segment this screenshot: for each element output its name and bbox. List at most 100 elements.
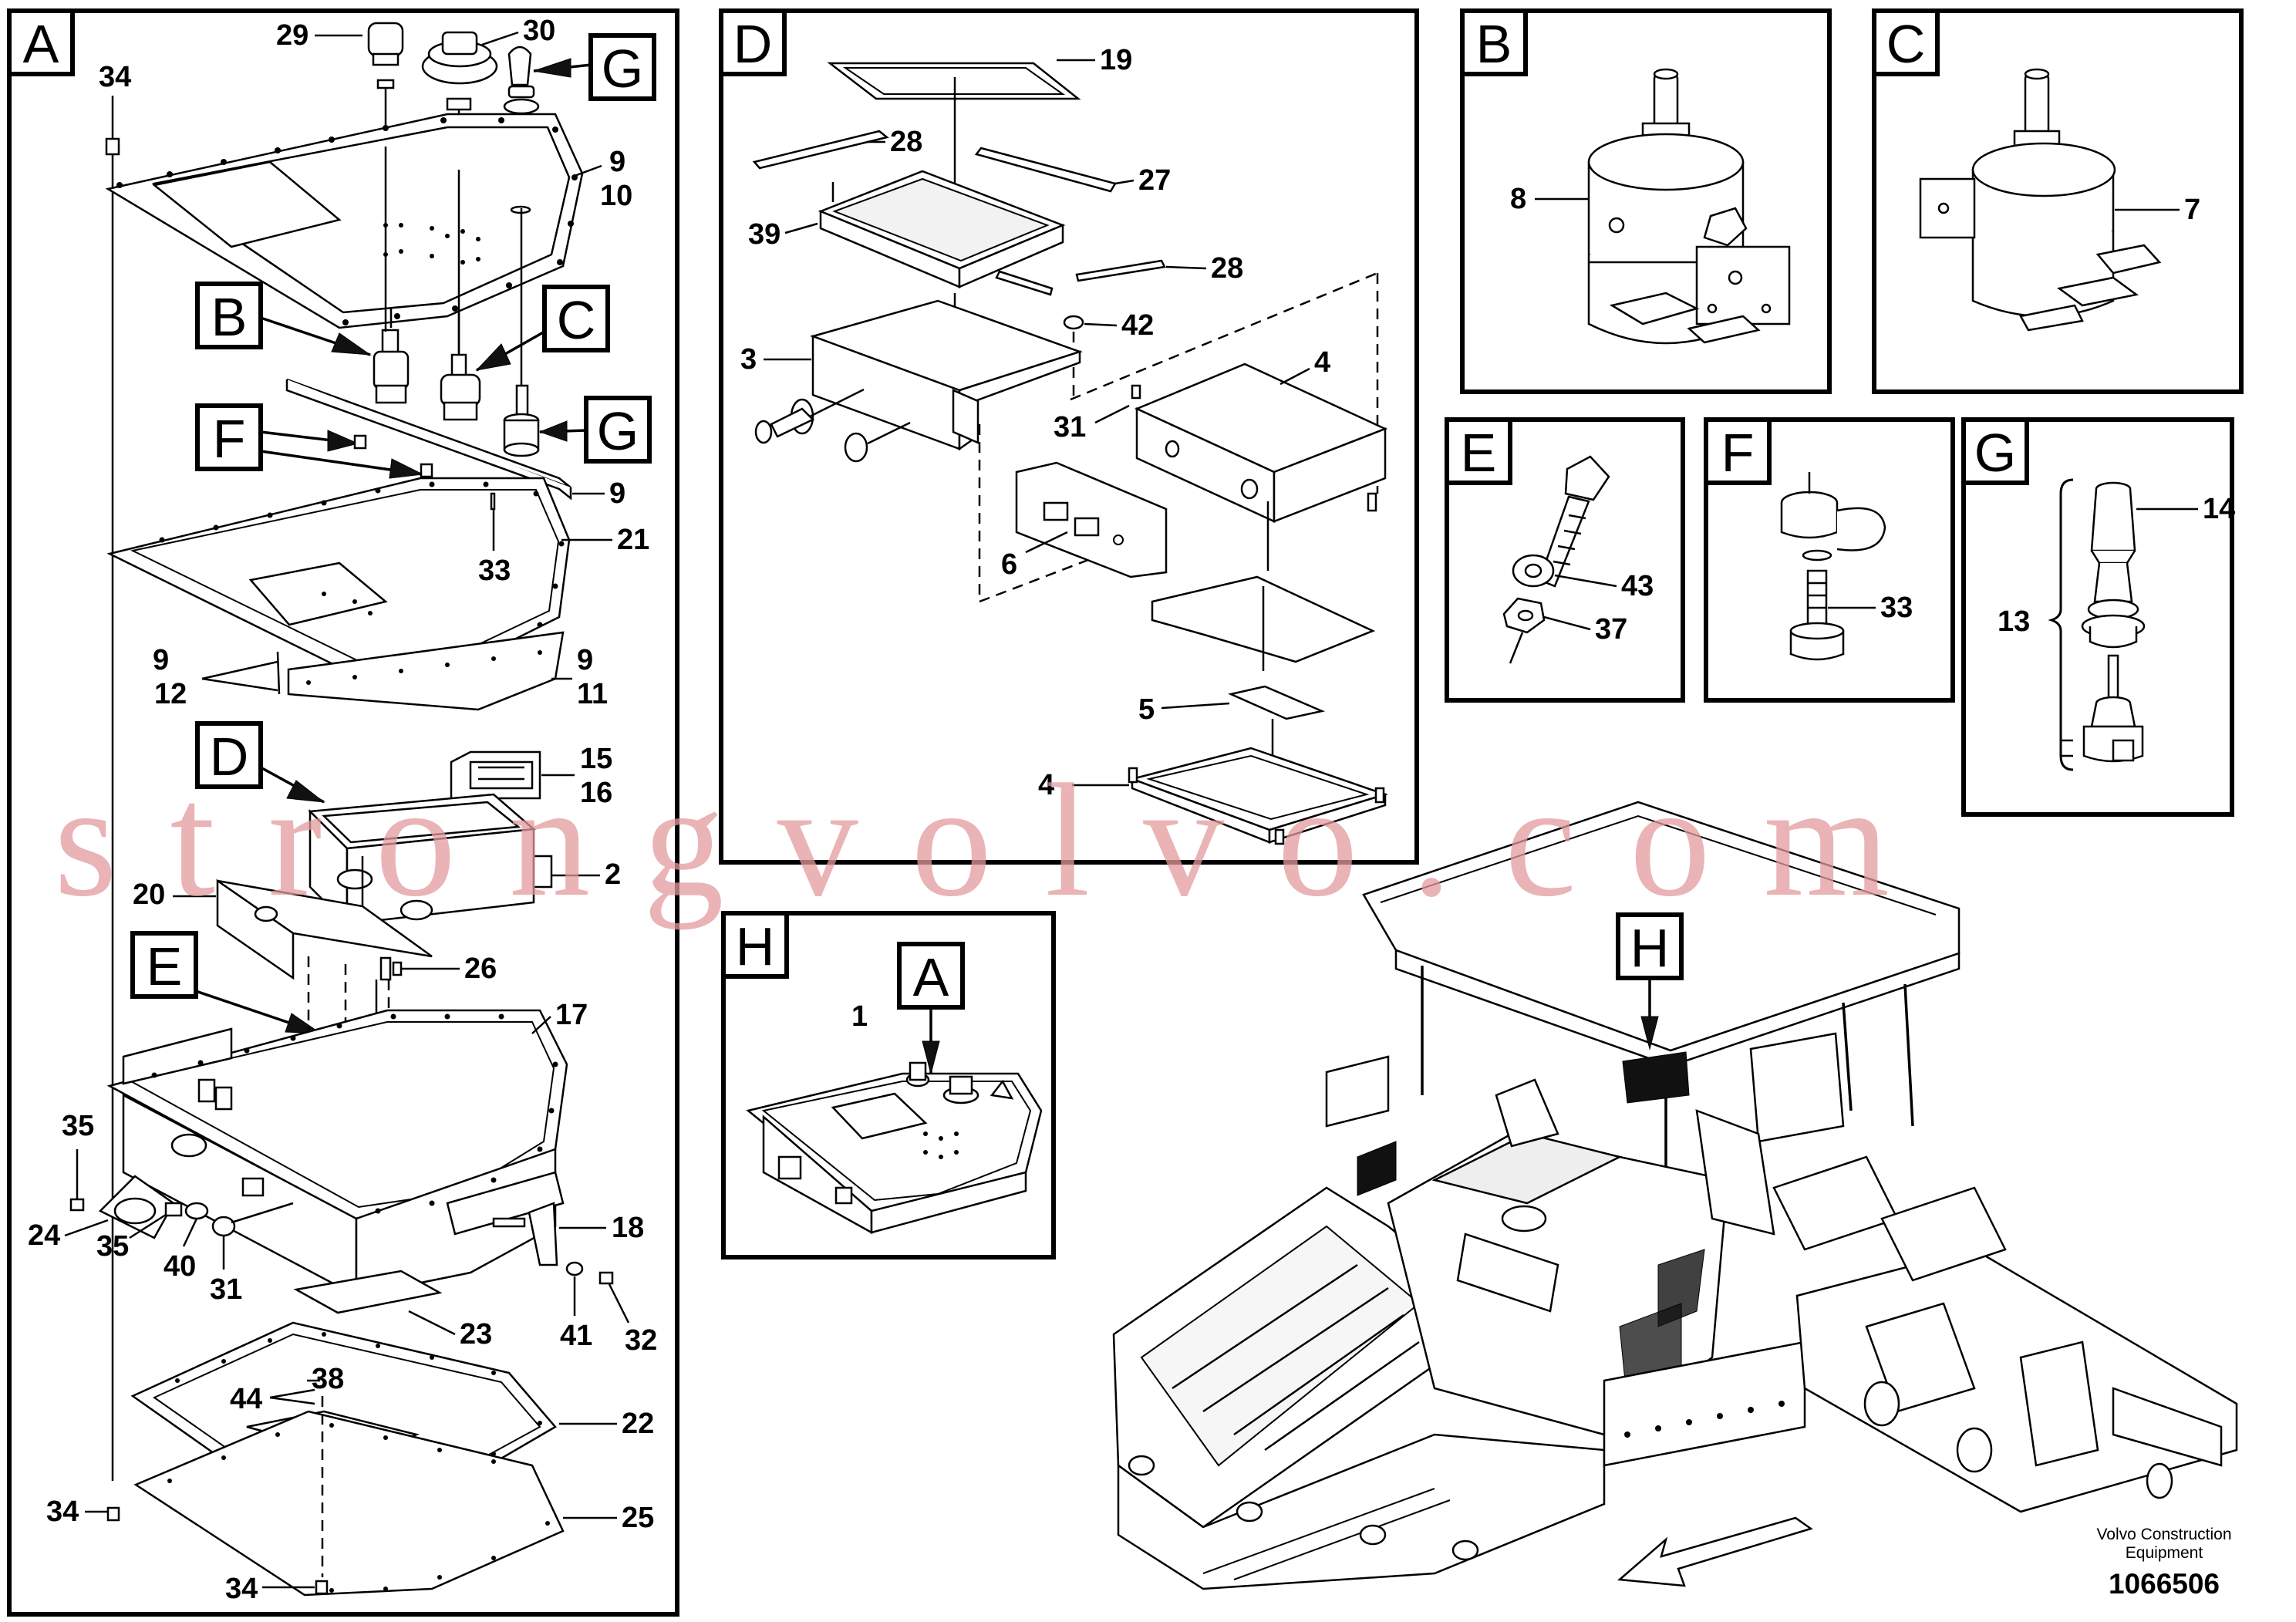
part-10: 10	[600, 180, 632, 212]
part-8: 8	[1510, 183, 1526, 215]
panel-b-label: B	[1476, 14, 1512, 74]
top-cover	[105, 113, 584, 329]
display-39	[818, 170, 1066, 296]
connector-15	[450, 750, 541, 811]
panel-a: A 29 30 G 34	[7, 8, 679, 1617]
part-20: 20	[133, 878, 165, 911]
plate-25	[133, 1410, 565, 1597]
knob-30	[421, 31, 498, 170]
tag-a-in-h: A	[913, 947, 949, 1007]
strip-28-a	[752, 130, 889, 170]
panel-c-label: C	[1886, 14, 1926, 74]
part-13: 13	[1998, 605, 2030, 638]
part-23: 23	[460, 1318, 492, 1351]
part-4-a: 4	[1314, 346, 1330, 379]
part-6: 6	[1001, 548, 1017, 581]
tag-g-top: G	[602, 39, 643, 99]
strip-28-b	[1075, 259, 1166, 282]
part-31: 31	[210, 1273, 242, 1306]
control-unit-2	[308, 793, 553, 927]
housing-17	[106, 1009, 568, 1298]
footer-maker-line2: Equipment	[2126, 1544, 2203, 1562]
part-14: 14	[2203, 493, 2235, 525]
tag-g-detail: G	[597, 401, 639, 461]
part-7: 7	[2184, 194, 2200, 226]
direction-arrow	[1617, 1516, 1813, 1587]
part-34-top: 34	[99, 61, 131, 93]
bracket-20	[216, 878, 433, 980]
panel-f-label: F	[1721, 423, 1755, 483]
part-33: 33	[478, 555, 511, 587]
part-9-b: 9	[609, 477, 625, 510]
panel-e: E 43 37	[1445, 417, 1685, 703]
part-15: 15	[580, 743, 612, 775]
part-35-a: 35	[62, 1110, 94, 1142]
footer-doc-number: 1066506	[2109, 1568, 2220, 1600]
part-39: 39	[748, 218, 781, 251]
potentiometer-c-small	[440, 309, 481, 421]
part-35-b: 35	[96, 1230, 129, 1263]
panel-e-label: E	[1461, 423, 1497, 483]
part-41: 41	[560, 1320, 592, 1352]
part-1: 1	[851, 1000, 868, 1033]
part-5: 5	[1138, 693, 1155, 726]
potentiometer-b-small	[373, 307, 410, 404]
box-4-upper	[1131, 363, 1388, 523]
part-19: 19	[1100, 44, 1132, 76]
panel-d: D 19 28 27 39 28 42	[719, 8, 1419, 865]
part-9-a: 9	[609, 146, 625, 178]
part-18: 18	[612, 1212, 644, 1244]
part-28-b: 28	[1211, 252, 1243, 285]
part-40: 40	[164, 1250, 196, 1283]
tag-f-detail: F	[213, 409, 246, 469]
rail-9	[285, 378, 572, 501]
part-24: 24	[28, 1219, 60, 1252]
clip-26	[379, 956, 403, 981]
potentiometer-c	[1919, 68, 2162, 332]
part-29: 29	[276, 19, 308, 52]
tag-d-detail: D	[210, 727, 249, 787]
tag-h-machine: H	[1630, 918, 1670, 978]
part-17: 17	[555, 999, 588, 1031]
bolt-e	[1502, 455, 1610, 664]
part-34-bottom: 34	[225, 1573, 258, 1605]
part-44: 44	[230, 1383, 262, 1415]
potentiometer-b	[1587, 68, 1791, 345]
panel-b: B 8	[1460, 8, 1832, 394]
part-38: 38	[312, 1363, 344, 1395]
clamp-f	[1780, 472, 1886, 661]
part-30: 30	[523, 15, 555, 47]
part-27: 27	[1138, 164, 1171, 197]
part-3: 3	[740, 343, 757, 376]
panel-f: F 33	[1704, 417, 1955, 703]
part-28-a: 28	[890, 126, 922, 158]
part-43: 43	[1621, 570, 1654, 602]
part-9-c: 9	[153, 644, 169, 676]
strip-27	[974, 147, 1117, 193]
tray-4-lower	[1128, 747, 1389, 845]
panel-d-label: D	[733, 14, 773, 74]
part-25: 25	[622, 1502, 654, 1534]
part-26: 26	[464, 953, 497, 985]
panel-h: H A 1	[721, 911, 1056, 1259]
part-4-b: 4	[1038, 769, 1054, 801]
plate-11	[287, 631, 565, 711]
part-9-d: 9	[577, 644, 593, 676]
part-21: 21	[617, 524, 649, 556]
part-16: 16	[580, 777, 612, 809]
part-42: 42	[1121, 309, 1154, 342]
part-31-d: 31	[1054, 411, 1086, 443]
joystick-base	[503, 384, 540, 457]
plate-23	[293, 1270, 443, 1314]
part-33-f: 33	[1880, 592, 1913, 624]
tag-b-detail: B	[211, 287, 248, 347]
panel-g-label: G	[1974, 423, 2016, 483]
part-37: 37	[1595, 613, 1627, 646]
panel-h-label: H	[736, 916, 775, 976]
gasket-6	[1015, 461, 1168, 578]
knob-29	[367, 22, 404, 147]
insulator-5	[1228, 685, 1326, 720]
panel-c: C 7	[1872, 8, 2244, 394]
housing-3	[754, 299, 1083, 463]
